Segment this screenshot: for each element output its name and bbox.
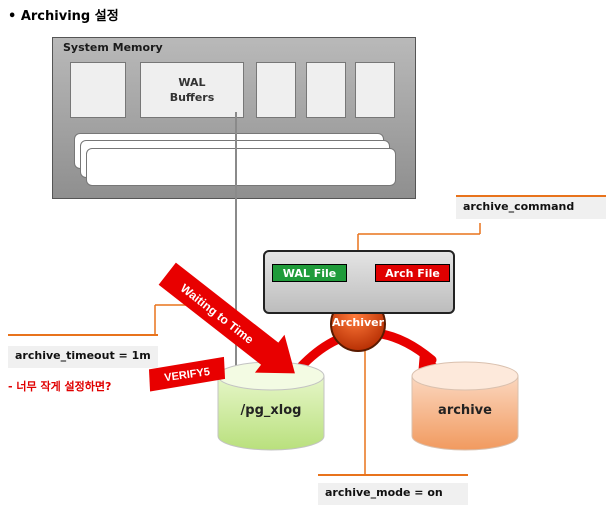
memory-cell [70, 62, 126, 118]
arch-file-box: Arch File [375, 264, 450, 282]
pg-xlog-label: /pg_xlog [240, 403, 302, 418]
archive-timeout-accent [8, 334, 158, 336]
system-memory-label: System Memory [63, 41, 163, 54]
memory-cell [355, 62, 395, 118]
archive-mode-tag: archive_mode = on [318, 483, 468, 505]
archive-cylinder [411, 361, 519, 451]
archive-timeout-tag: archive_timeout = 1m [8, 346, 158, 368]
archive-timeout-note: - 너무 작게 설정하면? [8, 380, 112, 393]
memory-cell [256, 62, 296, 118]
wal-buffers-label: WAL Buffers [169, 76, 215, 104]
archive-mode-accent [318, 474, 468, 476]
page-title: • Archiving 설정 [8, 9, 119, 24]
wal-file-box: WAL File [272, 264, 347, 282]
archive-label: archive [438, 403, 492, 418]
waiting-to-time-label: Waiting to Time [178, 281, 257, 347]
pg-xlog-cylinder [217, 361, 325, 451]
archive-timeout-connector [154, 304, 186, 334]
archiver-box [263, 250, 455, 314]
wal-buffers-box: WAL Buffers [140, 62, 244, 118]
verify-badge: VERIFY5 [148, 356, 226, 392]
memory-page-stack [86, 148, 396, 186]
archive-command-tag: archive_command [456, 197, 606, 219]
archiver-label: Archiver [331, 316, 385, 329]
memory-cell [306, 62, 346, 118]
archive-command-accent [456, 195, 606, 197]
